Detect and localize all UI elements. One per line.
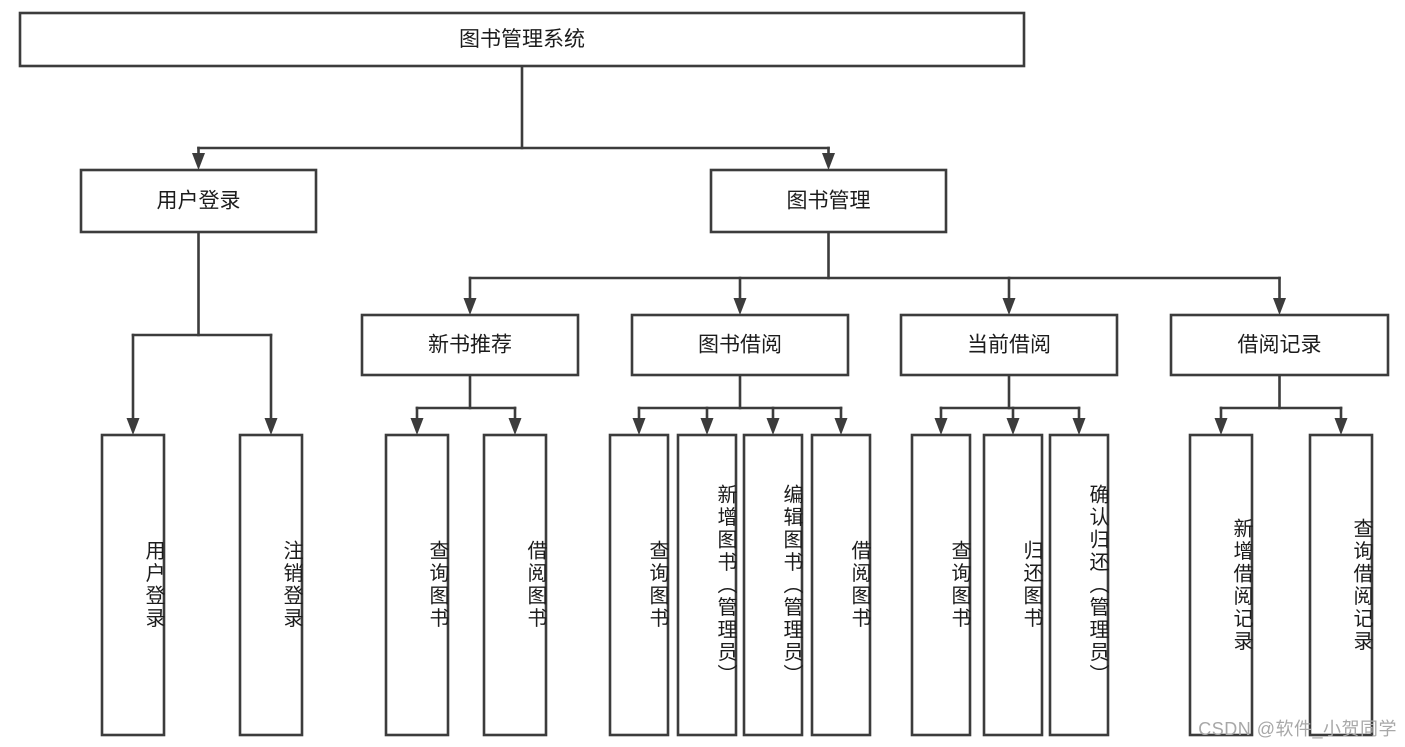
leaf-box-leaf-logout-login[interactable]	[238, 433, 304, 737]
node-box-current-borrow[interactable]	[899, 313, 1119, 377]
leaf-box-leaf-borrow-book-2[interactable]	[810, 433, 872, 737]
arrow-head-leaf-confirm-return-admin	[1072, 418, 1086, 435]
arrow-head-leaf-query-book-3	[934, 418, 948, 435]
leaf-box-leaf-edit-book-admin[interactable]	[742, 433, 804, 737]
arrow-head-new-book-recommend	[463, 298, 477, 315]
node-label-user-login: 用户登录	[157, 190, 241, 213]
leaf-box-leaf-borrow-book-1[interactable]	[482, 433, 548, 737]
arrow-head-borrow-record	[1273, 298, 1286, 315]
leaf-box-leaf-return-book[interactable]	[982, 433, 1044, 737]
box-layer	[18, 11, 1390, 737]
node-label-root: 图书管理系统	[459, 28, 585, 51]
node-label-borrow-record: 借阅记录	[1238, 334, 1322, 357]
leaf-box-leaf-query-book-1[interactable]	[384, 433, 450, 737]
arrow-head-leaf-borrow-book-2	[834, 418, 848, 435]
edge-group-borrow-record	[1214, 373, 1348, 435]
arrow-head-leaf-logout-login	[264, 418, 278, 435]
edge-group-book-management	[463, 230, 1286, 315]
edge-group-book-borrow	[632, 373, 848, 435]
leaf-box-leaf-confirm-return-admin[interactable]	[1048, 433, 1110, 737]
node-box-root[interactable]	[18, 11, 1026, 68]
node-box-borrow-record[interactable]	[1169, 313, 1390, 377]
node-box-book-borrow[interactable]	[630, 313, 850, 377]
arrow-head-leaf-query-borrow-record	[1334, 418, 1348, 435]
arrow-head-book-management	[822, 153, 835, 170]
leaf-box-leaf-user-login[interactable]	[100, 433, 166, 737]
arrow-head-leaf-borrow-book-1	[508, 418, 522, 435]
leaf-box-leaf-add-book-admin[interactable]	[676, 433, 738, 737]
arrow-head-leaf-return-book	[1006, 418, 1020, 435]
arrow-head-leaf-query-book-1	[410, 418, 424, 435]
arrow-head-leaf-add-book-admin	[700, 418, 714, 435]
arrow-head-leaf-query-book-2	[632, 418, 646, 435]
edge-group-current-borrow	[934, 373, 1086, 435]
arrow-head-leaf-edit-book-admin	[766, 418, 780, 435]
node-box-user-login[interactable]	[79, 168, 318, 234]
leaf-box-leaf-query-borrow-record[interactable]	[1308, 433, 1374, 737]
arrow-head-leaf-user-login	[126, 418, 140, 435]
edge-group-root	[192, 64, 835, 170]
arrow-head-leaf-add-borrow-record	[1214, 418, 1228, 435]
edge-group-user-login	[126, 230, 278, 435]
arrow-head-book-borrow	[733, 298, 747, 315]
node-label-book-borrow: 图书借阅	[698, 334, 782, 357]
node-box-new-book-recommend[interactable]	[360, 313, 580, 377]
arrow-head-user-login	[192, 153, 205, 170]
node-label-book-management: 图书管理	[787, 190, 871, 213]
node-label-new-book-recommend: 新书推荐	[428, 334, 512, 357]
leaf-box-leaf-query-book-2[interactable]	[608, 433, 670, 737]
connector-layer	[126, 64, 1348, 435]
node-box-book-management[interactable]	[709, 168, 948, 234]
leaf-box-leaf-query-book-3[interactable]	[910, 433, 972, 737]
node-label-current-borrow: 当前借阅	[967, 334, 1051, 357]
watermark-text: CSDN @软件_小贺同学	[1198, 719, 1397, 739]
leaf-box-leaf-add-borrow-record[interactable]	[1188, 433, 1254, 737]
arrow-head-current-borrow	[1002, 298, 1016, 315]
edge-group-new-book-recommend	[410, 373, 522, 435]
